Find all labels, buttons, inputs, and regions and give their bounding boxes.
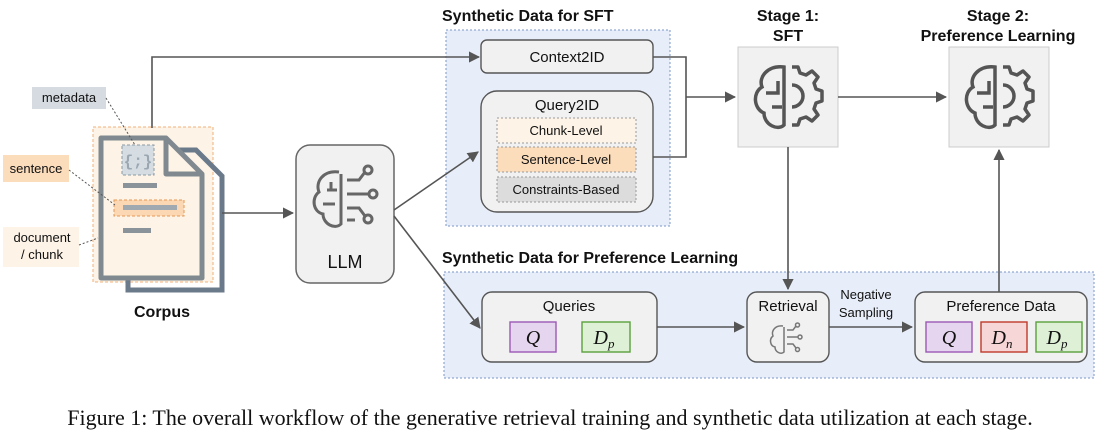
context2id-label: Context2ID xyxy=(529,49,604,66)
sentence-level-label: Sentence-Level xyxy=(521,152,611,167)
figure-caption: Figure 1: The overall workflow of the ge… xyxy=(67,405,1032,430)
sentence-tag xyxy=(3,155,69,182)
pref-dn-box xyxy=(980,321,1028,353)
chunk-label: / chunk xyxy=(21,247,63,262)
sft-section-title: Synthetic Data for SFT xyxy=(442,8,614,25)
corpus-document-icon: {;} xyxy=(92,126,225,293)
llm-brain-icon xyxy=(312,164,379,228)
document-tag xyxy=(3,227,79,267)
pref-q-box xyxy=(925,321,973,353)
llm-label: LLM xyxy=(327,252,362,272)
svg-text:{;}: {;} xyxy=(124,153,153,171)
retrieval-brain-icon xyxy=(769,322,803,354)
preference-data-label: Preference Data xyxy=(946,298,1056,315)
queries-dp-box xyxy=(581,321,631,353)
stage2-title-line1: Stage 2: xyxy=(967,8,1029,25)
pref-q-label: Q xyxy=(942,327,957,349)
negative-sampling-label-1: Negative xyxy=(840,287,891,302)
negative-sampling-label-2: Sampling xyxy=(839,305,893,320)
connector-arrows xyxy=(151,51,1005,333)
stage1-title-line2: SFT xyxy=(773,28,803,45)
queries-q-label: Q xyxy=(526,327,541,349)
pref-dp-label: Dp xyxy=(1046,327,1068,351)
sentence-label: sentence xyxy=(10,161,63,176)
document-label: document xyxy=(13,230,70,245)
chunk-level-box xyxy=(496,117,637,144)
queries-q-box xyxy=(509,321,557,353)
pref-dn-label: Dn xyxy=(991,327,1013,351)
stage1-brain-gear-icon xyxy=(753,65,824,130)
stage2-brain-gear-icon xyxy=(964,65,1035,130)
queries-dp-label: Dp xyxy=(593,327,615,351)
metadata-tag xyxy=(32,87,106,109)
corpus-label: Corpus xyxy=(134,304,190,321)
pref-dp-box xyxy=(1035,321,1083,353)
stage2-title-line2: Preference Learning xyxy=(921,28,1076,45)
query2id-label: Query2ID xyxy=(535,97,599,114)
metadata-label: metadata xyxy=(42,90,97,105)
retrieval-label: Retrieval xyxy=(758,298,817,315)
preference-section-title: Synthetic Data for Preference Learning xyxy=(442,250,738,267)
stage1-title-line1: Stage 1: xyxy=(757,8,819,25)
chunk-level-label: Chunk-Level xyxy=(530,123,603,138)
constraints-based-box xyxy=(496,176,637,203)
constraints-based-label: Constraints-Based xyxy=(513,182,620,197)
sentence-level-box xyxy=(496,146,637,173)
queries-label: Queries xyxy=(543,298,596,315)
